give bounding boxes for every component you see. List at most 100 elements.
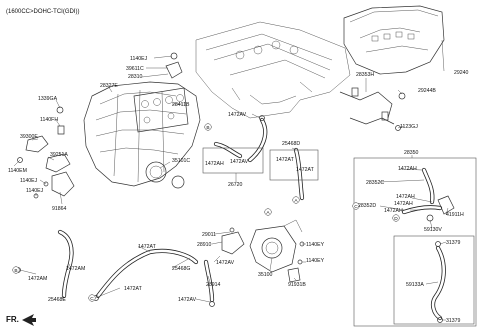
- clamp-31379-top: [435, 241, 441, 247]
- label-1140EJ-left1: 1140EJ: [20, 178, 38, 184]
- detail-box-28350: [353, 157, 477, 327]
- hose-28914: [203, 259, 215, 303]
- label-25468D: 25468D: [282, 141, 300, 147]
- label-1472AH-d: 1472AH: [394, 201, 413, 207]
- clamp-1472AV: [259, 115, 265, 121]
- label-29240: 29240: [454, 70, 469, 76]
- label-1140EM: 1140EM: [8, 168, 27, 174]
- hose-26720: [213, 117, 268, 163]
- ref-marker-D: D: [392, 214, 400, 222]
- clamp-59130V: [426, 214, 434, 222]
- label-1472AH-c: 1472AH: [396, 194, 415, 200]
- label-39611C: 39611C: [126, 66, 144, 72]
- hose-group-box-26720: [202, 147, 264, 174]
- label-25468G: 25468G: [172, 266, 190, 272]
- throttle-body-35100: [249, 219, 303, 273]
- ref-marker-A-top: A: [292, 196, 300, 204]
- label-25468E: 25468E: [48, 297, 66, 303]
- hose-group-box-25468D: [269, 149, 319, 181]
- bolt-1339GA: [56, 106, 64, 114]
- label-1140EY-a: 1140EY: [306, 242, 325, 248]
- label-1339GA: 1339GA: [38, 96, 58, 102]
- ref-marker-A-left: A: [264, 208, 272, 216]
- label-35100: 35100: [258, 272, 273, 278]
- sensor-bracket: [165, 61, 183, 79]
- bolt-29011: [229, 227, 235, 233]
- clamp-1472AV-d: [209, 301, 215, 307]
- label-1123GJ: 1123GJ: [400, 124, 418, 130]
- ref-marker-C-bottom: C: [88, 294, 96, 302]
- bolt-1140EY-b: [297, 259, 303, 265]
- svg-text:D: D: [394, 216, 398, 222]
- engine-spec-header: (1600CC>DOHC-TCI(GDI)): [6, 9, 80, 15]
- label-1140FH: 1140FH: [40, 117, 58, 123]
- label-59130V: 59130V: [424, 227, 442, 233]
- hose-28352C: [421, 167, 435, 205]
- label-28914: 28914: [206, 282, 221, 288]
- label-28352D: 28352D: [358, 203, 376, 209]
- solenoid-28910: [221, 231, 245, 255]
- label-1472AT-b: 1472AT: [296, 167, 315, 173]
- label-91931B: 91931B: [288, 282, 306, 288]
- label-1472AV-d: 1472AV: [178, 297, 197, 303]
- connector-91931B: [287, 267, 301, 283]
- label-1140EJ-top: 1140EJ: [130, 56, 148, 62]
- label-1472AM-b: 1472AM: [66, 266, 85, 272]
- label-1472AM-a: 1472AM: [28, 276, 47, 282]
- svg-text:A: A: [294, 198, 298, 204]
- label-28310: 28310: [128, 74, 143, 80]
- bolt-1140EM: [17, 157, 23, 163]
- label-26720: 26720: [228, 182, 243, 188]
- hose-25468G: [95, 248, 199, 299]
- svg-text:FR.: FR.: [6, 315, 19, 324]
- hose-28352D: [401, 205, 443, 215]
- svg-text:B: B: [14, 268, 17, 274]
- bolt-1140FH: [57, 125, 65, 135]
- engine-cover-29240: [343, 5, 445, 75]
- label-28910: 28910: [197, 242, 212, 248]
- label-1140EJ-left2: 1140EJ: [26, 188, 44, 194]
- label-41911H: 41911H: [446, 212, 464, 218]
- label-1472AV-c: 1472AV: [216, 260, 235, 266]
- hose-25468D: [293, 147, 305, 201]
- engine-block-outline: [195, 21, 351, 119]
- label-35101C: 35101C: [172, 158, 190, 164]
- sensor-39251A: [45, 153, 71, 173]
- label-1472AT-a: 1472AT: [276, 157, 295, 163]
- label-31379-a: 31379: [446, 240, 461, 246]
- ref-marker-B-top: B: [204, 123, 212, 131]
- detail-box-59133A: [393, 235, 475, 325]
- bolt-1140EJ-left1: [43, 181, 49, 187]
- bracket-91864: [51, 171, 75, 197]
- label-1472AV-mid: 1472AV: [228, 112, 247, 118]
- label-59133A: 59133A: [406, 282, 424, 288]
- manifold-gasket: [133, 87, 189, 133]
- svg-text:C: C: [354, 204, 358, 210]
- hose-59133A: [430, 245, 446, 321]
- front-direction-mark: FR.: [6, 314, 36, 326]
- vacuum-line-28353H: [339, 87, 395, 125]
- intake-manifold: [83, 81, 201, 187]
- label-29011: 29011: [202, 232, 216, 238]
- bolt-1123GJ: [395, 125, 401, 131]
- gasket-ring-35101C: [171, 175, 185, 189]
- label-28327E: 28327E: [100, 83, 118, 89]
- sensor-39300E: [25, 135, 49, 153]
- label-28411B: 28411B: [172, 102, 190, 108]
- label-1472AH-b: 1472AH: [398, 166, 417, 172]
- svg-text:B: B: [206, 125, 209, 131]
- label-28353H: 28353H: [356, 72, 374, 78]
- label-29244B: 29244B: [418, 88, 436, 94]
- label-31379-b: 31379: [446, 318, 461, 324]
- label-1472AT-c: 1472AT: [138, 244, 157, 250]
- label-1472AV-b: 1472AV: [230, 159, 249, 165]
- label-39300E: 39300E: [20, 134, 38, 140]
- svg-text:A: A: [266, 210, 270, 216]
- label-1140EY-b: 1140EY: [306, 258, 325, 264]
- bolt-29244B: [398, 92, 406, 100]
- ref-marker-C-top: C: [352, 202, 360, 210]
- label-1472AT-d: 1472AT: [124, 286, 143, 292]
- svg-text:C: C: [90, 296, 94, 302]
- label-1472AH-e: 1472AH: [384, 208, 403, 214]
